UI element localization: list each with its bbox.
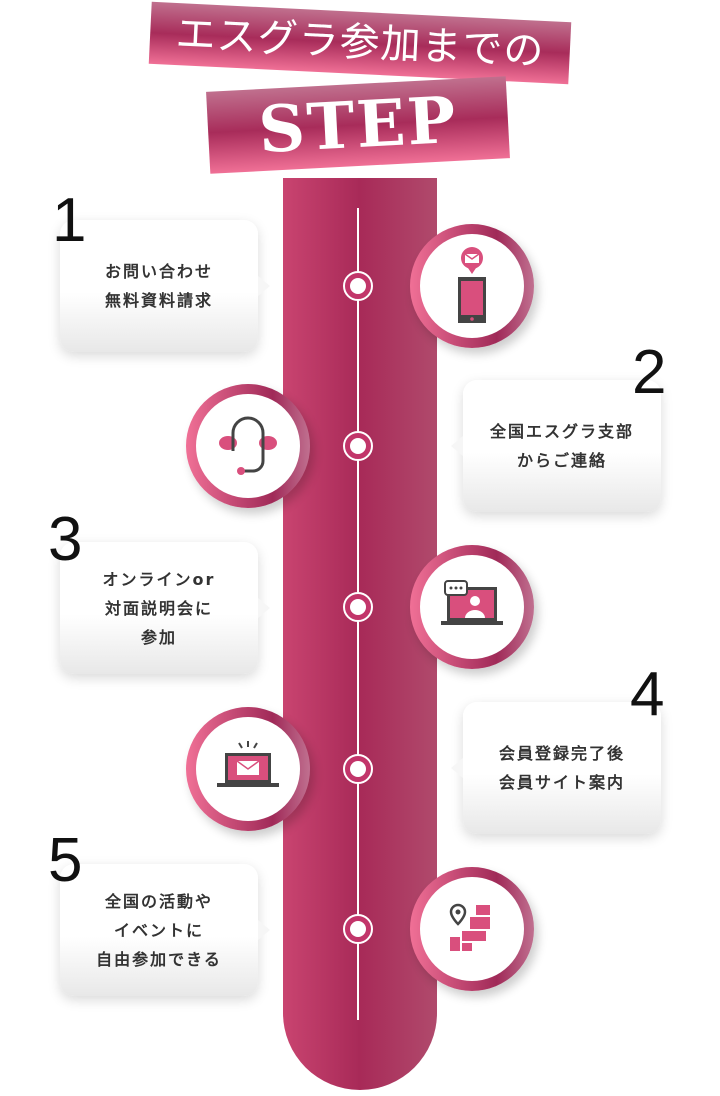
timeline-node bbox=[343, 914, 373, 944]
step-2-card: 全国エスグラ支部 からご連絡 bbox=[451, 380, 661, 512]
title-line2: STEP bbox=[256, 82, 460, 169]
laptop-video-chat-icon bbox=[441, 580, 503, 625]
timeline-node bbox=[343, 431, 373, 461]
map-pin-icon bbox=[449, 903, 490, 951]
step-text: お問い合わせ 無料資料請求 bbox=[104, 262, 213, 310]
step-number: 1 bbox=[52, 186, 87, 255]
laptop-mail-icon bbox=[217, 741, 279, 787]
step-4-card: 会員登録完了後 会員サイト案内 bbox=[451, 702, 661, 834]
step-number: 4 bbox=[630, 660, 665, 729]
step-text: 会員登録完了後 会員サイト案内 bbox=[498, 744, 625, 792]
step-2-icon-circle bbox=[186, 384, 310, 508]
title-line1: エスグラ参加までの bbox=[174, 11, 546, 75]
step-text: 全国の活動や イベントに 自由参加できる bbox=[96, 891, 222, 969]
step-4-icon-circle bbox=[186, 707, 310, 831]
step-3-card: オンラインor 対面説明会に 参加 bbox=[60, 542, 270, 674]
timeline-node bbox=[343, 271, 373, 301]
step-5-icon-circle bbox=[410, 867, 534, 991]
timeline-node bbox=[343, 754, 373, 784]
step-5-card: 全国の活動や イベントに 自由参加できる bbox=[60, 864, 270, 996]
step-3-icon-circle bbox=[410, 545, 534, 669]
step-number: 3 bbox=[48, 505, 83, 574]
step-number: 5 bbox=[48, 826, 83, 895]
timeline-node bbox=[343, 592, 373, 622]
smartphone-mail-icon bbox=[458, 247, 486, 323]
timeline-pillar bbox=[283, 178, 437, 1090]
step-text: 全国エスグラ支部 からご連絡 bbox=[489, 422, 634, 470]
step-banner: STEP bbox=[206, 76, 510, 174]
step-text: オンラインor 対面説明会に 参加 bbox=[102, 569, 216, 647]
step-number: 2 bbox=[632, 338, 667, 407]
step-1-icon-circle bbox=[410, 224, 534, 348]
headset-icon bbox=[219, 416, 277, 475]
step-1-card: お問い合わせ 無料資料請求 bbox=[60, 220, 270, 352]
title-banner: エスグラ参加までの bbox=[148, 1, 572, 85]
